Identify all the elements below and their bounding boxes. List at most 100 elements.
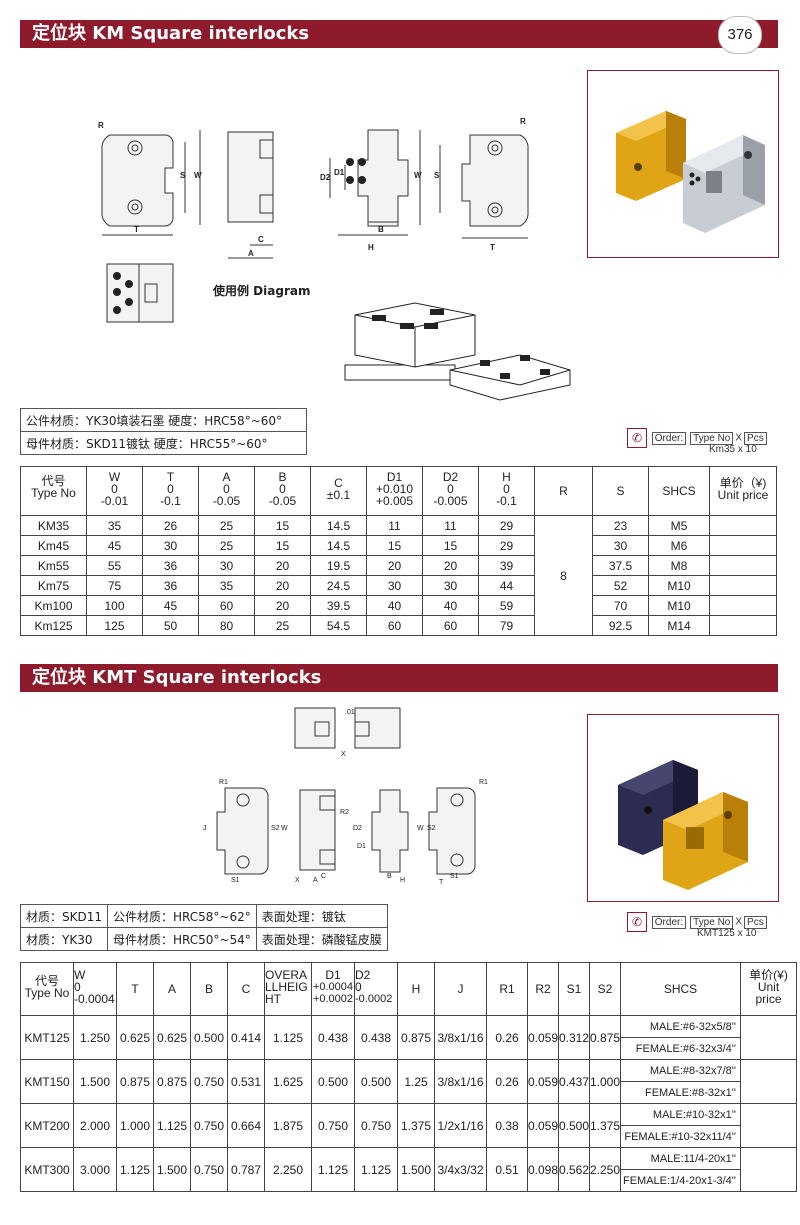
hdr: SHCS [663, 982, 698, 996]
kmt-dim-d1: D1 [357, 843, 366, 850]
cell: 29 [478, 515, 535, 536]
kmt-col-c: C [227, 962, 265, 1016]
km-col-c: C±0.1 [310, 466, 367, 516]
cell: 15 [366, 535, 423, 556]
cell: 0.875 [116, 1059, 154, 1104]
cell: M10 [648, 575, 710, 596]
cell: 2.000 [73, 1103, 117, 1148]
page-number: 376 [718, 16, 762, 54]
km-col-s: S [592, 466, 649, 516]
cell: KMT150 [20, 1059, 74, 1104]
cell: 75 [86, 575, 143, 596]
cell: 0.750 [190, 1059, 228, 1104]
hdr: price [755, 992, 782, 1006]
cell: 79 [478, 615, 535, 636]
kmt-dim-s1-left: S1 [231, 877, 240, 884]
hdr: B [204, 982, 213, 996]
cell: 2.250 [589, 1147, 621, 1192]
cell: 0.750 [311, 1103, 355, 1148]
kmt-material-row: 材质：YK30 母件材质：HRC50°~54° 表面处理：磷酸锰皮膜 [20, 927, 388, 951]
cell: 11 [366, 515, 423, 536]
phone-icon: ✆ [627, 428, 647, 448]
price-cell [740, 1103, 797, 1148]
cell: 0.38 [486, 1103, 528, 1148]
cell: Km55 [20, 555, 87, 576]
km-dim-b: B [378, 225, 384, 234]
hdr: 0 [223, 482, 230, 496]
km-dim-h: H [368, 243, 374, 252]
cell: 0.098 [527, 1147, 559, 1192]
cell: 0.562 [558, 1147, 590, 1192]
hdr: 0 [111, 482, 118, 496]
hdr: H [502, 470, 511, 484]
cell: 0.625 [116, 1015, 154, 1060]
cell: 1.375 [589, 1103, 621, 1148]
hdr: R2 [535, 982, 551, 996]
hdr: -0.05 [212, 494, 241, 508]
cell: 0.664 [227, 1103, 265, 1148]
kmt-dim-j: J [203, 825, 207, 832]
km-col-shcs: SHCS [648, 466, 710, 516]
cell: 1.125 [116, 1147, 154, 1192]
kmt-dim-h: H [400, 877, 405, 884]
price-cell [740, 1015, 797, 1060]
cell: 15 [254, 535, 311, 556]
cell: 0.875 [153, 1059, 191, 1104]
cell: 50 [142, 615, 199, 636]
cell: 0.500 [558, 1103, 590, 1148]
cell: 0.531 [227, 1059, 265, 1104]
kmt-col-shcs: SHCS [620, 962, 741, 1016]
hdr: 代号 [41, 474, 66, 488]
cell: 30 [592, 535, 649, 556]
shcs-female: FEMALE:#6-32x3/4'' [620, 1037, 741, 1060]
hdr: Type No [31, 486, 76, 500]
cell: 1.375 [397, 1103, 435, 1148]
cell: 36 [142, 555, 199, 576]
price-cell [709, 555, 777, 576]
kmt-material-cell: 母件材质：HRC50°~54° [107, 927, 257, 951]
kmt-dim-a: A [313, 877, 318, 884]
cell: 1.000 [589, 1059, 621, 1104]
hdr: +0.0002 [312, 993, 354, 1005]
hdr: 0 [355, 980, 362, 994]
kmt-material-cell: 公件材质：HRC58°~62° [107, 904, 257, 928]
cell: M5 [648, 515, 710, 536]
kmt-dim-d2: D2 [353, 825, 362, 832]
km-dim-w-left: W [194, 171, 202, 180]
cell: 1.125 [264, 1015, 312, 1060]
price-cell [740, 1059, 797, 1104]
hdr: -0.1 [496, 494, 517, 508]
km-order-typeno: Type No [690, 431, 734, 445]
cell: 0.438 [311, 1015, 355, 1060]
cell: 0.750 [190, 1103, 228, 1148]
hdr: OVERA [265, 968, 308, 982]
hdr: 单价（¥) [719, 476, 767, 490]
km-col-d1: D1+0.010+0.005 [366, 466, 423, 516]
hdr: -0.0002 [355, 993, 393, 1005]
cell: 14.5 [310, 515, 367, 536]
hdr: -0.01 [100, 494, 129, 508]
cell: 30 [142, 535, 199, 556]
hdr: Type No [24, 986, 70, 1000]
km-insert-drawing [106, 263, 174, 323]
hdr: 代号 [34, 974, 59, 988]
km-material-row: 母件材质：SKD11镀钛 硬度：HRC55°~60° [20, 431, 307, 455]
km-dim-t-right: T [490, 243, 495, 252]
cell: 40 [366, 595, 423, 616]
hdr: T [166, 470, 175, 484]
cell: 0.059 [527, 1015, 559, 1060]
kmt-material-cell: 材质：YK30 [20, 927, 108, 951]
cell: Km100 [20, 595, 87, 616]
km-product-illustration [616, 111, 765, 233]
hdr: J [457, 982, 464, 996]
cell: 0.51 [486, 1147, 528, 1192]
kmt-material-cell: 表面处理：磷酸锰皮膜 [255, 927, 388, 951]
km-dim-a: A [248, 249, 254, 258]
